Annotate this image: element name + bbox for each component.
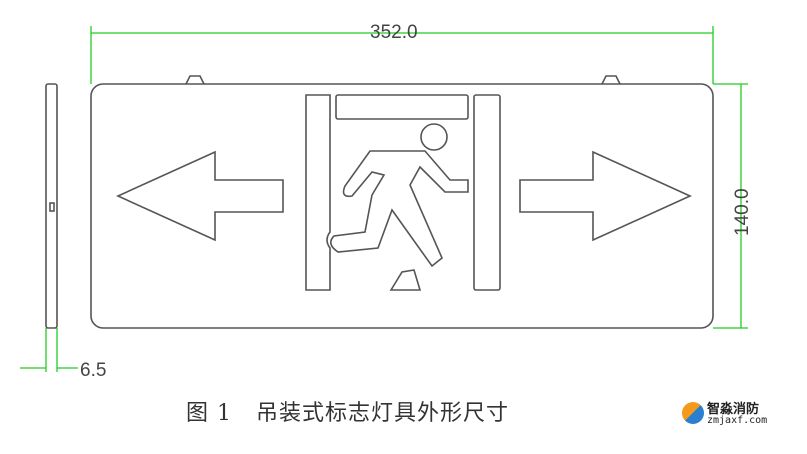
door-right-post <box>473 94 501 291</box>
runner-head <box>420 123 448 151</box>
watermark-logo: 智淼消防 zmjaxf.com <box>682 398 772 432</box>
width-dimension: 352.0 <box>370 22 418 43</box>
dimension-lines <box>20 26 748 372</box>
logo-url: zmjaxf.com <box>707 415 768 426</box>
logo-icon <box>682 402 704 424</box>
right-arrow-icon <box>519 150 692 242</box>
sign-front-view <box>90 83 714 329</box>
side-view <box>45 83 58 329</box>
runner-foot <box>389 269 422 291</box>
height-dimension: 140.0 <box>732 188 753 236</box>
left-arrow-icon <box>116 150 284 242</box>
logo-name: 智淼消防 <box>707 402 760 417</box>
door-top-bar <box>335 94 469 120</box>
thickness-dimension: 6.5 <box>80 360 106 381</box>
hanging-tabs <box>185 75 621 85</box>
side-view-notch <box>49 202 55 212</box>
running-man-icon <box>330 150 469 268</box>
door-left-post <box>305 94 331 291</box>
figure-caption: 图 1 吊装式标志灯具外形尺寸 <box>186 401 509 426</box>
